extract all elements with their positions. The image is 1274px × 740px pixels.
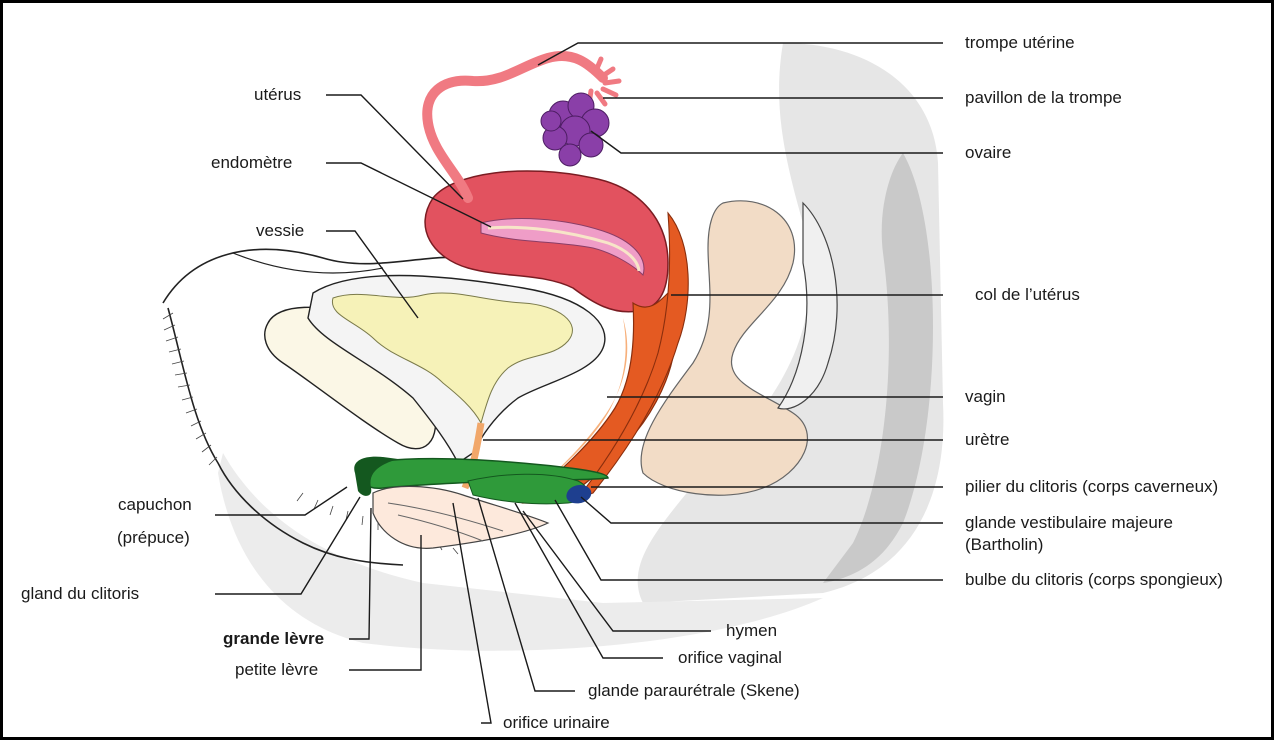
label-bulbe-clitoris: bulbe du clitoris (corps spongieux)	[965, 570, 1223, 590]
label-bartholin: (Bartholin)	[965, 535, 1043, 555]
label-prepuce: (prépuce)	[117, 528, 190, 548]
label-gland-clitoris: gland du clitoris	[21, 584, 139, 604]
label-pilier-clitoris: pilier du clitoris (corps caverneux)	[965, 477, 1218, 497]
label-glande-vestibulaire: glande vestibulaire majeure	[965, 513, 1173, 533]
label-capuchon: capuchon	[118, 495, 192, 515]
label-hymen: hymen	[726, 621, 777, 641]
label-endometre: endomètre	[211, 153, 292, 173]
label-orifice-vaginal: orifice vaginal	[678, 648, 782, 668]
anatomy-illustration	[3, 3, 1274, 740]
label-vessie: vessie	[256, 221, 304, 241]
label-col-uterus: col de l’utérus	[975, 285, 1080, 305]
label-trompe-uterine: trompe utérine	[965, 33, 1075, 53]
label-grande-levre: grande lèvre	[223, 629, 324, 649]
label-pavillon: pavillon de la trompe	[965, 88, 1122, 108]
label-orifice-urinaire: orifice urinaire	[503, 713, 610, 733]
label-petite-levre: petite lèvre	[235, 660, 318, 680]
label-ovaire: ovaire	[965, 143, 1011, 163]
label-uretre: urètre	[965, 430, 1009, 450]
label-uterus: utérus	[254, 85, 301, 105]
ovary	[541, 93, 609, 166]
leader-uterus	[326, 95, 463, 199]
label-glande-paraurethrale: glande paraurétrale (Skene)	[588, 681, 800, 701]
label-vagin: vagin	[965, 387, 1006, 407]
